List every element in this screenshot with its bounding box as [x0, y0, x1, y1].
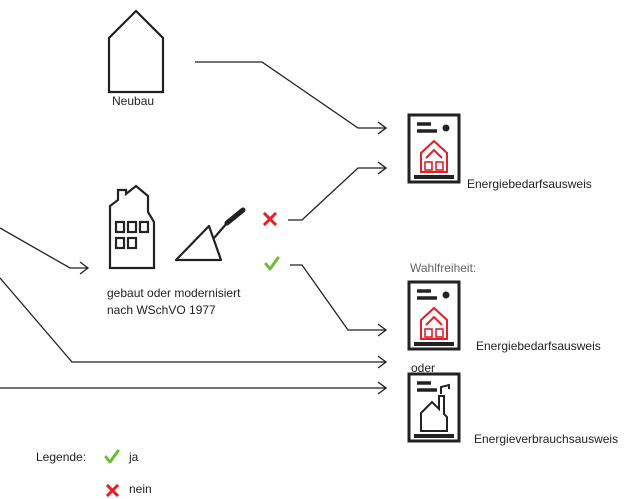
- label-oder: oder: [411, 361, 436, 375]
- connector-yes-to-bedarf: [290, 264, 386, 331]
- label-energieverbrauchsausweis: Energieverbrauchsausweis: [474, 432, 619, 446]
- arrowhead: [79, 261, 90, 275]
- arrowhead: [377, 161, 388, 175]
- yes-check-icon: [264, 256, 280, 271]
- label-altbau-line2: nach WSchVO 1977: [107, 303, 216, 317]
- legend-yes-label: ja: [129, 450, 139, 464]
- legend-title: Legende:: [36, 450, 87, 464]
- label-wahlfreiheit: Wahlfreiheit:: [410, 261, 477, 275]
- old-building-icon: [108, 184, 156, 270]
- connector-neubau-to-bedarf: [195, 61, 386, 129]
- arrowhead: [377, 323, 388, 337]
- energy-consumption-certificate-icon: [407, 372, 461, 443]
- label-energiebedarfsausweis-top: Energiebedarfsausweis: [467, 177, 592, 191]
- connector-input-to-oder: [0, 277, 386, 363]
- label-altbau-line1: gebaut oder modernisiert: [107, 286, 241, 300]
- legend-check-icon: [104, 449, 120, 464]
- connector-input-to-altbau: [0, 227, 88, 269]
- legend-cross-icon: [105, 483, 120, 498]
- arrowhead: [377, 381, 388, 395]
- trowel-icon: [174, 207, 246, 262]
- house-outline-icon: [107, 9, 165, 94]
- arrowhead: [377, 355, 388, 369]
- arrowhead: [377, 121, 388, 135]
- label-neubau: Neubau: [112, 94, 155, 108]
- no-cross-icon: [262, 211, 278, 227]
- energy-demand-certificate-icon: [407, 113, 461, 184]
- legend-no-label: nein: [129, 482, 152, 496]
- energy-demand-certificate-icon: [407, 280, 461, 351]
- label-energiebedarfsausweis-mid: Energiebedarfsausweis: [476, 339, 601, 353]
- connector-no-to-bedarf: [288, 167, 386, 221]
